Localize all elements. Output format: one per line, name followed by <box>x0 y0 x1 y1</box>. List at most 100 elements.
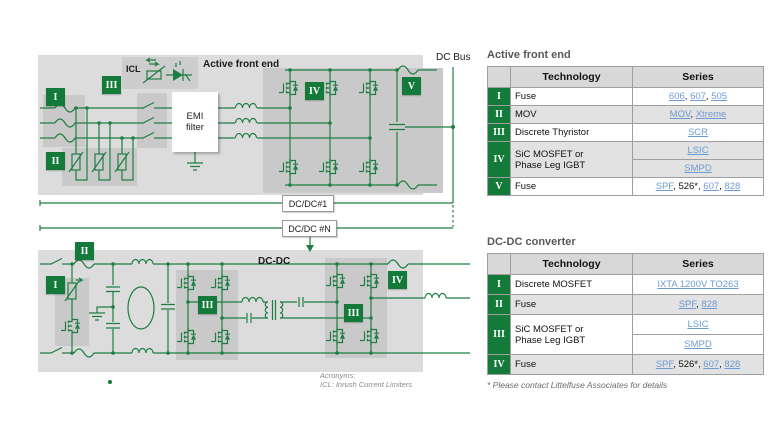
row-numeral: I <box>487 87 511 106</box>
table-row: I Discrete MOSFET IXTA 1200V TO263 <box>487 274 764 295</box>
series-link-spf[interactable]: SPF <box>655 181 674 192</box>
table-row: II MOV MOV, Xtreme <box>487 105 764 124</box>
series-link-xtreme[interactable]: Xtreme <box>695 109 727 120</box>
row-series: SPF, 526*, 607, 828 <box>632 354 764 375</box>
row-numeral: II <box>487 105 511 124</box>
row-numeral: III <box>487 314 511 355</box>
row-series: SCR <box>632 123 764 142</box>
series-link-828[interactable]: 828 <box>724 359 741 370</box>
table-row: V Fuse SPF, 526*, 607, 828 <box>487 177 764 196</box>
series-header: Series <box>632 253 764 275</box>
row-series: IXTA 1200V TO263 <box>632 274 764 295</box>
afe-badge-I: I <box>46 88 65 106</box>
row-technology: SiC MOSFET or Phase Leg IGBT <box>510 141 633 178</box>
afe-wires <box>40 57 455 190</box>
corner-cell <box>487 253 511 275</box>
corner-cell <box>487 66 511 88</box>
row-numeral: IV <box>487 141 511 178</box>
dcdc-badge-III-b: III <box>344 304 363 322</box>
table-row: SMPD <box>488 159 764 178</box>
series-link-607[interactable]: 607 <box>690 91 706 102</box>
dcdc-badge-IV: IV <box>388 271 407 289</box>
table-row: II Fuse SPF, 828 <box>487 294 764 315</box>
dc-bus-and-links <box>39 67 454 252</box>
table-row: IV SiC MOSFET or Phase Leg IGBT LSIC <box>487 141 764 178</box>
table-row: III SiC MOSFET or Phase Leg IGBT LSIC <box>487 314 764 355</box>
dcdc-table-title: DC-DC converter <box>487 236 576 248</box>
series-link-ixta-1200v-to263[interactable]: IXTA 1200V TO263 <box>657 279 739 290</box>
dcdc-badge-II: II <box>75 242 94 260</box>
series-link-607[interactable]: 607 <box>703 359 720 370</box>
acronyms-title: Acronyms: <box>320 371 356 380</box>
technology-header: Technology <box>510 66 633 88</box>
row-series: 606, 607, 505 <box>632 87 764 106</box>
circuit-diagram <box>38 55 470 384</box>
dcdc1-label-box: DC/DC#1 <box>282 195 334 212</box>
series-link-606[interactable]: 606 <box>668 91 685 102</box>
row-technology: Discrete MOSFET <box>510 274 633 295</box>
series-link-smpd[interactable]: SMPD <box>684 339 712 350</box>
row-numeral: I <box>487 274 511 295</box>
dcdc-wires <box>40 257 470 384</box>
series-link-smpd[interactable]: SMPD <box>684 163 712 174</box>
row-series: SMPD <box>632 159 764 178</box>
dcdcn-label: DC/DC #N <box>288 223 331 234</box>
dc-bus-label: DC Bus <box>436 52 471 63</box>
afe-badge-IV: IV <box>305 82 324 100</box>
series-link-lsic[interactable]: LSIC <box>687 145 709 156</box>
afe-junctions <box>74 68 455 187</box>
row-technology: Fuse <box>510 177 633 196</box>
table-row: III Discrete Thyristor SCR <box>487 123 764 142</box>
row-series: MOV, Xtreme <box>632 105 764 124</box>
series-text: 526* <box>678 181 698 192</box>
footnote: * Please contact Littelfuse Associates f… <box>487 380 668 390</box>
dcdc-badge-III-a: III <box>198 296 217 314</box>
row-numeral: IV <box>487 354 511 375</box>
row-series: SMPD <box>632 334 764 355</box>
series-link-828[interactable]: 828 <box>724 181 741 192</box>
series-header: Series <box>632 66 764 88</box>
row-series: SPF, 526*, 607, 828 <box>632 177 764 196</box>
afe-table-header: Technology Series <box>487 66 764 88</box>
row-technology: MOV <box>510 105 633 124</box>
series-link-828[interactable]: 828 <box>701 299 718 310</box>
row-technology: SiC MOSFET or Phase Leg IGBT <box>510 314 633 355</box>
row-numeral: III <box>487 123 511 142</box>
afe-badge-II: II <box>46 152 65 170</box>
row-technology: Fuse <box>510 294 633 315</box>
row-numeral: II <box>487 294 511 315</box>
dcdcn-label-box: DC/DC #N <box>282 220 337 237</box>
afe-badge-III: III <box>102 76 121 94</box>
row-series: SPF, 828 <box>632 294 764 315</box>
row-technology: Fuse <box>510 354 633 375</box>
row-technology: Fuse <box>510 87 633 106</box>
icl-label: ICL <box>126 64 141 74</box>
acronyms-note: Acronyms: ICL: Inrush Current Limiters <box>320 371 412 389</box>
emi-filter-box: EMI filter <box>172 92 218 152</box>
stray-green-dot <box>108 380 112 384</box>
afe-diagram-title: Active front end <box>203 59 280 70</box>
series-link-spf[interactable]: SPF <box>655 359 674 370</box>
series-link-607[interactable]: 607 <box>703 181 720 192</box>
dcdc1-label: DC/DC#1 <box>288 198 328 209</box>
table-row: IV Fuse SPF, 526*, 607, 828 <box>487 354 764 375</box>
series-text: 526* <box>678 359 698 370</box>
afe-table: Technology Series I Fuse 606, 607, 505 I… <box>487 66 764 196</box>
table-row: I Fuse 606, 607, 505 <box>487 87 764 106</box>
dcdc-badge-I: I <box>46 276 65 294</box>
series-link-mov[interactable]: MOV <box>669 109 691 120</box>
dcdc-table: Technology Series I Discrete MOSFET IXTA… <box>487 253 764 375</box>
dcdc-table-header: Technology Series <box>487 253 764 275</box>
row-technology: Discrete Thyristor <box>510 123 633 142</box>
series-link-lsic[interactable]: LSIC <box>687 319 709 330</box>
dcdc-panel-background <box>38 250 423 372</box>
series-link-505[interactable]: 505 <box>711 91 728 102</box>
row-numeral: V <box>487 177 511 196</box>
row-series: LSIC <box>632 314 764 335</box>
series-link-scr[interactable]: SCR <box>687 127 709 138</box>
series-link-spf[interactable]: SPF <box>678 299 697 310</box>
afe-table-title: Active front end <box>487 49 571 61</box>
dcdc-junctions <box>70 262 373 355</box>
technology-header: Technology <box>510 253 633 275</box>
